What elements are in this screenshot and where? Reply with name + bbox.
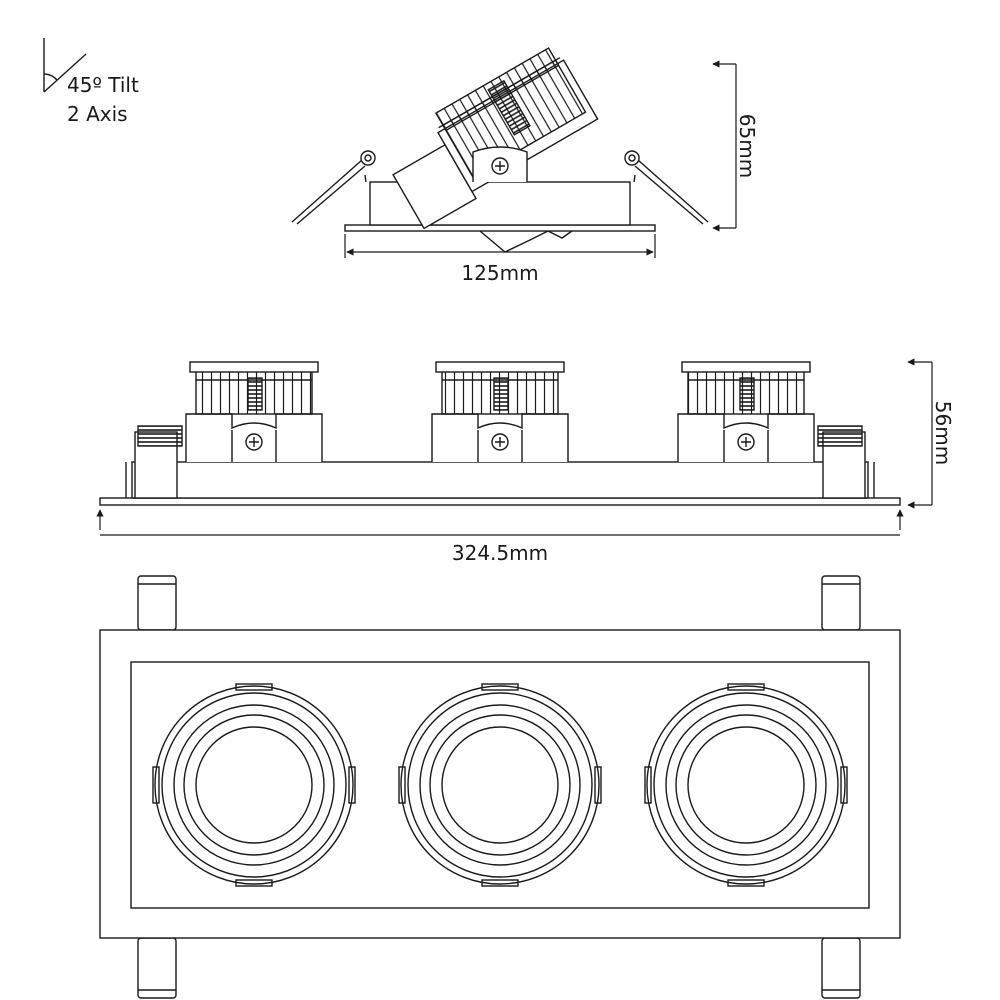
front-view — [99, 361, 901, 506]
top-clip-tab — [137, 937, 177, 999]
front-width-dimension — [96, 509, 904, 536]
side-width-dimension — [344, 234, 656, 258]
front-housing — [131, 461, 869, 499]
tilt-symbol-icon — [43, 38, 87, 93]
front-width-label: 324.5mm — [452, 541, 548, 565]
top-clip-tab — [821, 937, 861, 999]
top-light-head — [398, 683, 602, 887]
side-spring-clip-left — [291, 159, 367, 225]
top-inner-frame — [130, 661, 870, 909]
side-height-dimension — [712, 60, 737, 232]
front-height-label: 56mm — [931, 401, 955, 465]
side-height-label: 65mm — [735, 114, 759, 178]
front-height-dimension — [907, 358, 933, 509]
side-lens-nose — [479, 230, 549, 253]
tilt-axis-label: 2 Axis — [67, 102, 128, 126]
front-light-head — [185, 361, 323, 462]
side-width-label: 125mm — [461, 261, 538, 285]
front-light-head — [677, 361, 815, 462]
side-view — [291, 47, 709, 253]
front-bezel-plate — [99, 497, 901, 506]
top-outer-frame — [99, 629, 901, 939]
side-spring-clip-right — [633, 159, 709, 225]
tilt-angle-label: 45º Tilt — [67, 73, 139, 97]
side-bezel-plate — [344, 224, 656, 232]
top-view — [99, 575, 901, 999]
front-light-head — [431, 361, 569, 462]
top-light-head — [152, 683, 356, 887]
top-light-head — [644, 683, 848, 887]
